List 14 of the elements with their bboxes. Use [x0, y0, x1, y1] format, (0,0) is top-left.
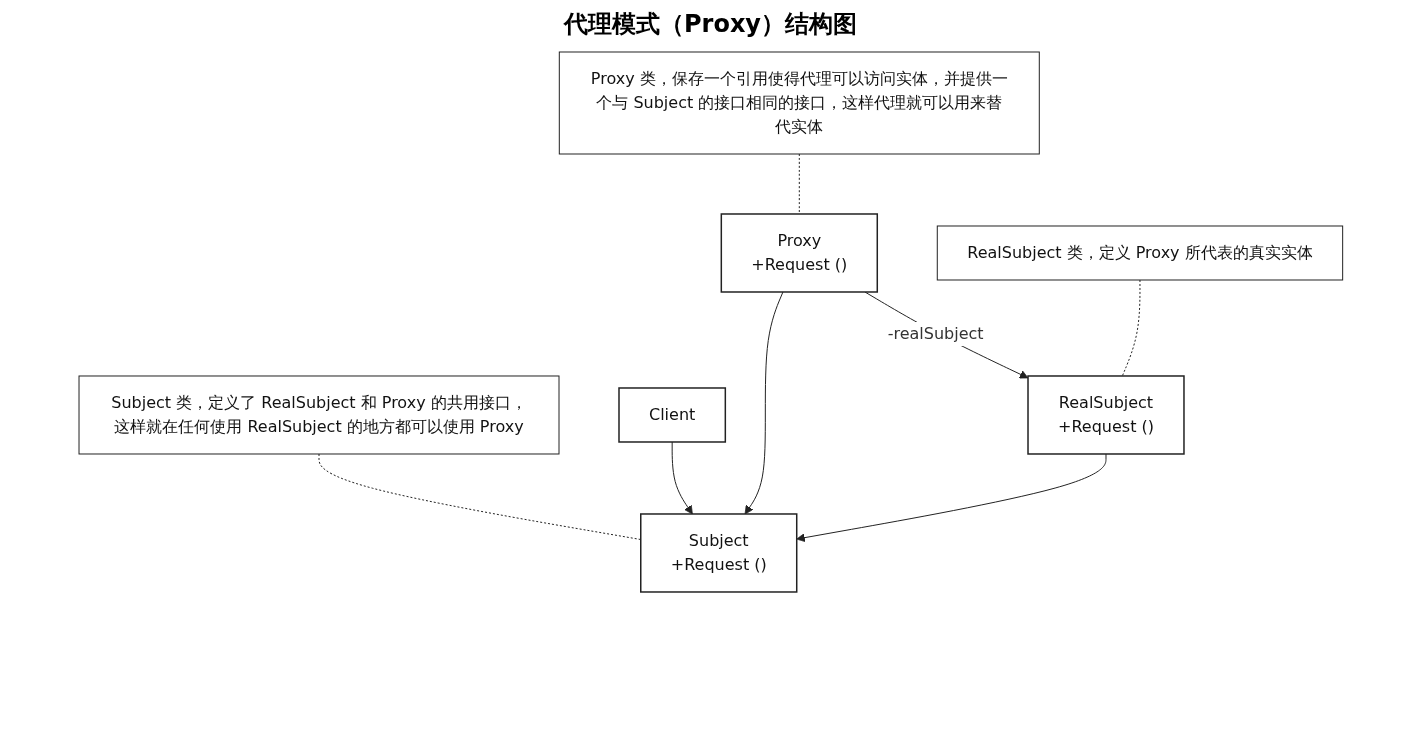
node-box: Proxy +Request ()	[720, 213, 878, 293]
node-box: Subject 类，定义了 RealSubject 和 Proxy 的共用接口，这样就在任何使用 RealSubject 的地方都可以使用 Proxy	[78, 375, 560, 455]
diagram-title: 代理模式（Proxy）结构图	[562, 9, 858, 40]
node-box: RealSubject +Request ()	[1026, 375, 1185, 455]
node-box: RealSubject 类，定义 Proxy 所代表的真实实体	[936, 225, 1343, 281]
arrow	[671, 441, 693, 515]
arrow	[796, 453, 1107, 543]
arrow	[744, 291, 784, 515]
node-box: Proxy 类，保存一个引用使得代理可以访问实体，并提供一个与 Subject 的接口相同的接口，这样代理就可以用来替代实体	[558, 51, 1040, 155]
node-box: Client	[617, 387, 726, 443]
connector	[1121, 279, 1141, 377]
node-box: Subject +Request ()	[639, 513, 798, 593]
edge-label: -realSubject	[887, 323, 984, 343]
arrow	[864, 291, 1029, 379]
